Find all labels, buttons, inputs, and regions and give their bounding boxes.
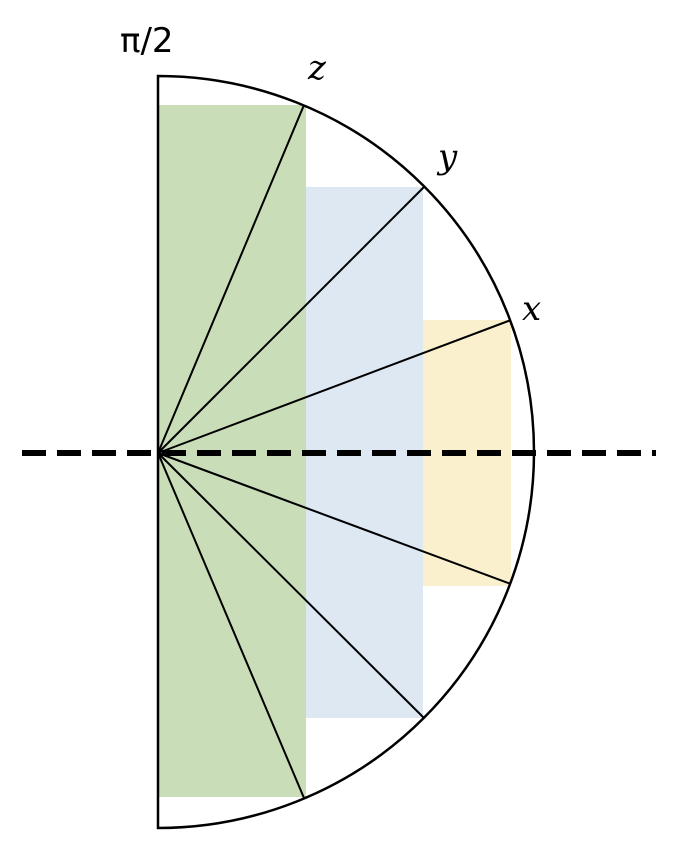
ray-z-lower [157,452,305,799]
ray-x-lower [157,452,512,585]
ray-x-upper [157,319,512,454]
ray-y-upper [157,186,425,454]
rays [157,104,512,799]
label-x: x [522,289,541,329]
label-y: y [436,137,458,177]
ray-z-upper [157,104,305,454]
label-z: z [307,48,327,88]
ray-y-lower [157,452,425,719]
label-pi-over-2: π/2 [120,21,174,61]
half-circle-outline [156,74,536,830]
